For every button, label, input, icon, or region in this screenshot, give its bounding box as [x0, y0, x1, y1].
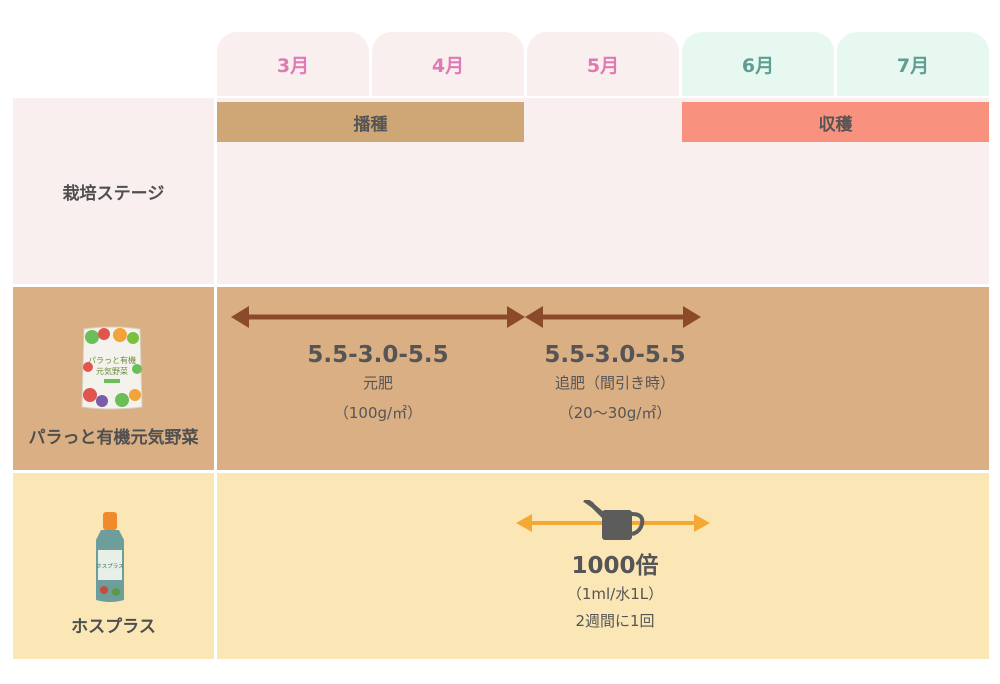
top-fertilizer-ratio: 5.5-3.0-5.5 [544, 342, 686, 368]
fertilizer-row-label: パラっと有機元気野菜 [28, 428, 199, 448]
base-fertilizer-amount: （100g/㎡） [333, 404, 423, 422]
liquid-bottle-image: ホスプラス [92, 512, 128, 604]
liquid-application-arrow [516, 500, 710, 540]
base-fertilizer-ratio: 5.5-3.0-5.5 [307, 342, 449, 368]
fertilizer-package-image: パラっと有機 元気野菜 [80, 325, 144, 411]
base-fertilizer-info: 5.5-3.0-5.5 元肥 （100g/㎡） [217, 342, 539, 428]
month-header-april: 4月 [372, 32, 524, 96]
month-header-june: 6月 [682, 32, 834, 96]
bottle-label-text: ホスプラス [96, 563, 123, 570]
top-fertilizer-info: 5.5-3.0-5.5 追肥（間引き時） （20〜30g/㎡） [500, 342, 730, 428]
watering-can-icon [583, 500, 645, 540]
base-fertilizer-arrow [231, 306, 525, 328]
month-header-july: 7月 [837, 32, 989, 96]
top-fertilizer-arrow [525, 306, 701, 328]
liquid-frequency: 2週間に1回 [575, 612, 655, 630]
liquid-row [217, 473, 989, 659]
bottle-icon: ホスプラス [96, 512, 124, 602]
sowing-band: 播種 [217, 102, 524, 142]
sowing-label: 播種 [353, 114, 388, 135]
harvest-band: 収穫 [682, 102, 989, 142]
fertilizer-package-text-1: パラっと有機 [88, 355, 136, 365]
liquid-dilution: 1000倍 [571, 553, 659, 579]
liquid-ratio: （1ml/水1L） [566, 585, 664, 603]
fertilizer-arrows [231, 306, 701, 328]
stage-row-label-cell [13, 98, 214, 284]
base-fertilizer-name: 元肥 [362, 374, 393, 392]
top-fertilizer-amount: （20〜30g/㎡） [558, 404, 672, 422]
harvest-label: 収穫 [818, 114, 853, 135]
month-header-march: 3月 [217, 32, 369, 96]
stage-row-label: 栽培ステージ [62, 183, 165, 204]
fertilizer-package-text-2: 元気野菜 [96, 366, 128, 376]
liquid-info: 1000倍 （1ml/水1L） 2週間に1回 [500, 546, 730, 634]
month-header-may: 5月 [527, 32, 679, 96]
top-fertilizer-name: 追肥（間引き時） [554, 374, 675, 392]
liquid-row-label: ホスプラス [71, 617, 156, 637]
fertilizer-package-icon: パラっと有機 元気野菜 [81, 326, 143, 410]
